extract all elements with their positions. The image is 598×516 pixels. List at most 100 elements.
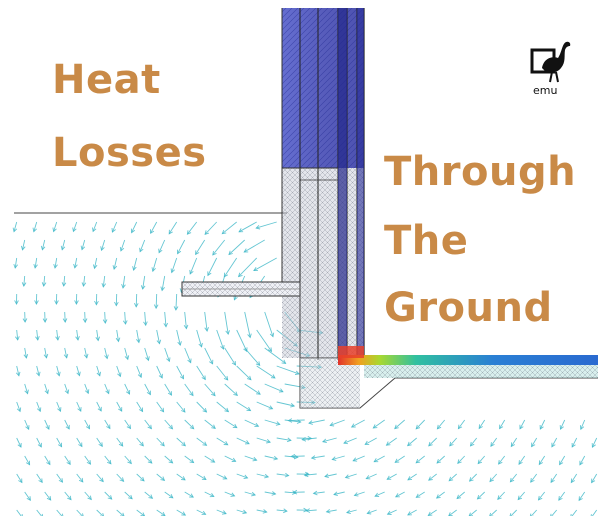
flux-arrow-head — [386, 510, 392, 515]
flux-arrow-head — [242, 509, 248, 515]
flux-arrow — [64, 347, 68, 358]
flux-arrow-head — [262, 509, 268, 514]
flux-arrow-head — [167, 391, 172, 396]
flux-arrow-head — [201, 375, 206, 381]
flux-arrow-head — [187, 358, 192, 364]
flux-arrow — [244, 311, 251, 338]
flux-arrow — [76, 473, 84, 483]
flux-arrow-head — [570, 513, 575, 516]
flux-arrow-head — [85, 424, 90, 430]
flux-arrow-head — [278, 388, 284, 393]
flux-arrow-head — [305, 508, 311, 513]
flux-arrow-head — [286, 437, 292, 443]
flux-arrow — [104, 347, 108, 359]
flux-arrow-head — [43, 353, 49, 359]
flux-arrow — [76, 509, 83, 516]
flux-arrow-head — [118, 441, 124, 447]
flux-arrow-head — [238, 228, 244, 233]
flux-arrow — [44, 455, 51, 465]
flux-arrow — [94, 257, 98, 269]
flux-arrow — [373, 419, 385, 429]
flux-arrow-head — [312, 490, 318, 496]
flux-arrow-head — [202, 407, 208, 413]
flux-arrow-head — [243, 248, 249, 253]
flux-arrow — [457, 455, 466, 464]
flux-arrow-head — [168, 424, 174, 430]
flux-arrow-head — [102, 319, 108, 324]
flux-arrow-head — [173, 306, 179, 311]
flux-arrow — [124, 347, 129, 360]
flux-arrow — [204, 383, 216, 396]
flux-arrow-head — [578, 496, 583, 502]
flux-arrow-head — [177, 249, 182, 255]
flux-arrow — [161, 275, 166, 291]
flux-arrow — [84, 419, 90, 429]
flux-arrow-head — [15, 371, 21, 377]
flux-arrow — [155, 293, 158, 309]
flux-arrow-head — [519, 424, 524, 430]
flux-arrow-head — [73, 263, 78, 269]
flux-arrow-head — [86, 460, 92, 465]
flux-arrow-head — [78, 477, 84, 483]
flux-arrow — [324, 473, 337, 477]
flux-arrow-head — [119, 477, 125, 482]
title-heat: Heat — [52, 57, 161, 103]
flux-arrow-head — [160, 476, 166, 482]
flux-arrow-head — [406, 441, 412, 447]
flux-arrow — [101, 239, 106, 251]
flux-arrow-head — [25, 460, 31, 466]
flux-arrow — [256, 329, 272, 352]
flux-arrow — [343, 437, 357, 444]
flux-arrow — [304, 473, 317, 476]
flux-arrow-head — [168, 459, 174, 464]
flux-arrow-head — [591, 443, 596, 448]
flux-arrow — [264, 419, 280, 425]
flux-arrow-head — [181, 476, 186, 481]
flux-arrow — [16, 401, 21, 412]
flux-arrow — [437, 419, 446, 430]
flux-arrow-head — [428, 441, 433, 447]
flux-arrow-head — [211, 391, 216, 397]
flux-arrow-head — [33, 263, 38, 269]
flux-arrow-head — [329, 422, 335, 427]
flux-arrow-head — [75, 336, 80, 341]
flux-arrow-head — [122, 320, 128, 325]
flux-arrow — [386, 473, 397, 480]
flux-arrow — [236, 473, 248, 479]
flux-arrow-head — [331, 456, 337, 461]
flux-arrow-head — [201, 475, 207, 480]
flux-arrow — [238, 257, 258, 277]
flux-arrow — [16, 509, 22, 516]
flux-arrow — [156, 365, 163, 379]
flux-arrow-head — [529, 513, 534, 516]
flux-arrow-head — [168, 494, 174, 499]
flux-arrow-head — [579, 425, 585, 431]
flux-arrow — [244, 455, 257, 461]
flux-arrow-head — [333, 491, 338, 497]
flux-arrow-head — [128, 494, 133, 500]
flux-arrow-head — [42, 318, 48, 323]
flux-arrow-head — [268, 405, 274, 410]
flux-arrow — [56, 473, 63, 483]
flux-arrow-head — [230, 492, 236, 497]
flux-arrow — [144, 383, 151, 395]
flux-arrow-head — [21, 282, 27, 287]
flux-arrow — [550, 473, 558, 483]
flux-arrow-head — [189, 269, 194, 275]
flux-arrow — [96, 437, 103, 447]
flux-arrow-head — [489, 512, 494, 516]
flux-arrow — [81, 239, 86, 250]
flux-arrow — [61, 239, 66, 250]
flux-arrow — [16, 473, 23, 483]
flux-arrow-head — [160, 441, 165, 447]
flux-arrow — [64, 491, 72, 500]
flux-arrow — [24, 455, 30, 465]
flux-arrow — [428, 509, 437, 516]
flux-arrow-head — [539, 424, 544, 430]
flux-arrow — [83, 275, 86, 287]
flux-arrow-head — [345, 509, 351, 515]
flux-arrow — [308, 419, 325, 424]
flux-arrow-head — [125, 389, 131, 395]
flux-arrow-head — [64, 389, 70, 395]
flux-arrow — [64, 311, 66, 323]
